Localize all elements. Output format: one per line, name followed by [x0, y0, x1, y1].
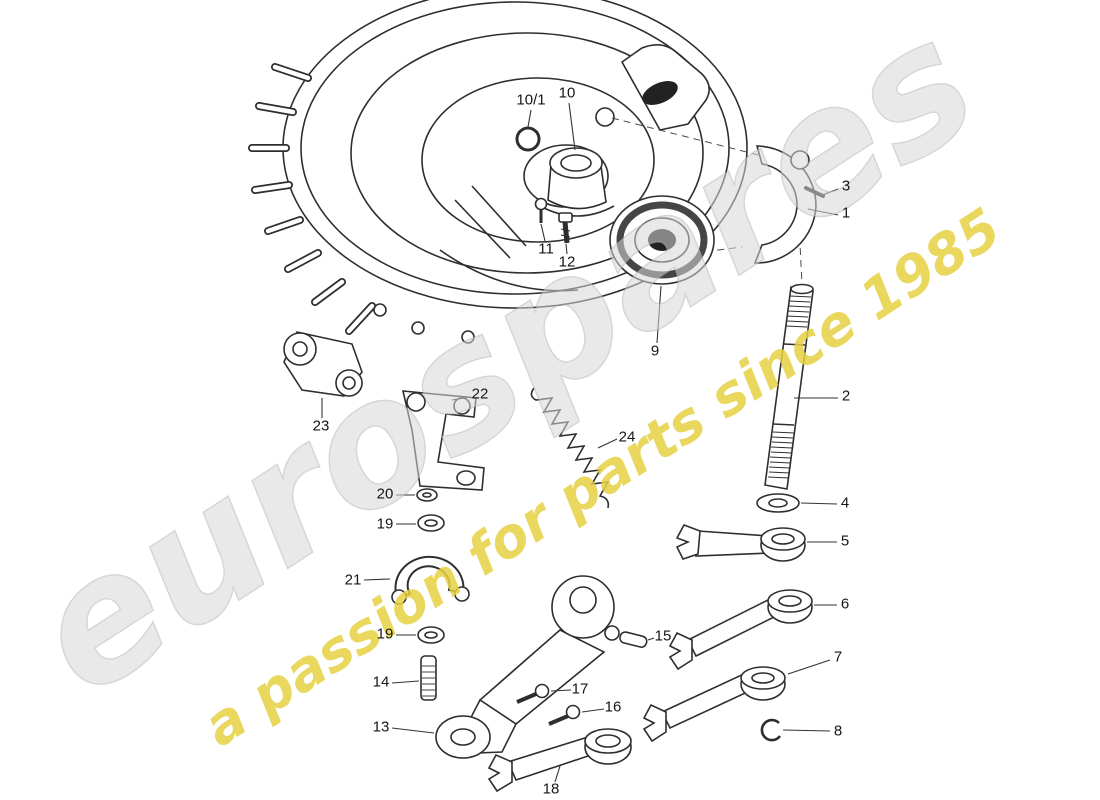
- circlip-8: [760, 718, 782, 742]
- clamp-21: [391, 555, 470, 605]
- leader-line-8: [782, 729, 831, 732]
- leader-line-21: [363, 578, 391, 581]
- bolt-16: [548, 704, 581, 726]
- leader-line-18: [554, 765, 561, 783]
- lever-arm-6: [668, 589, 813, 671]
- stud-14: [420, 655, 437, 701]
- release-lever-13: [435, 575, 620, 759]
- release-shaft: [764, 283, 814, 490]
- lever-arm-18: [487, 728, 632, 793]
- leader-line-16: [581, 708, 605, 713]
- return-spring-24: [530, 387, 610, 509]
- leader-line-10-1: [527, 109, 532, 128]
- leader-line-13: [391, 727, 435, 734]
- leader-line-12: [565, 243, 568, 255]
- o-ring: [515, 126, 541, 152]
- release-bearing: [609, 195, 715, 285]
- pin-15: [619, 631, 648, 648]
- washer-19-lower: [417, 626, 445, 644]
- release-fork: [753, 145, 825, 264]
- leader-line-24: [597, 438, 618, 449]
- bracket-23: [283, 331, 363, 397]
- leader-line-11: [540, 223, 546, 242]
- leader-line-3: [819, 188, 839, 197]
- leader-line-10: [568, 102, 576, 151]
- lever-arm-5: [675, 524, 806, 562]
- bracket-22: [401, 390, 485, 491]
- leader-line-4: [800, 502, 838, 505]
- bolt-12: [558, 212, 573, 244]
- guide-tube: [539, 147, 615, 217]
- washer-19-upper: [417, 514, 445, 532]
- stud-11: [534, 197, 548, 223]
- lever-arm-7: [642, 666, 786, 743]
- flange-studs: [248, 63, 376, 335]
- leader-line-17: [550, 689, 572, 692]
- washer-4: [756, 493, 800, 513]
- leader-line-7: [787, 659, 831, 675]
- leader-line-1: [807, 208, 839, 216]
- pin-3: [804, 186, 825, 198]
- leader-line-9: [656, 285, 662, 344]
- leader-lines: [321, 102, 839, 783]
- bolt-17: [516, 683, 550, 704]
- washer-20: [416, 488, 438, 502]
- leader-line-22: [451, 396, 471, 401]
- leader-line-14: [391, 680, 420, 684]
- lug-slot: [642, 81, 678, 105]
- leader-line-15: [647, 637, 655, 641]
